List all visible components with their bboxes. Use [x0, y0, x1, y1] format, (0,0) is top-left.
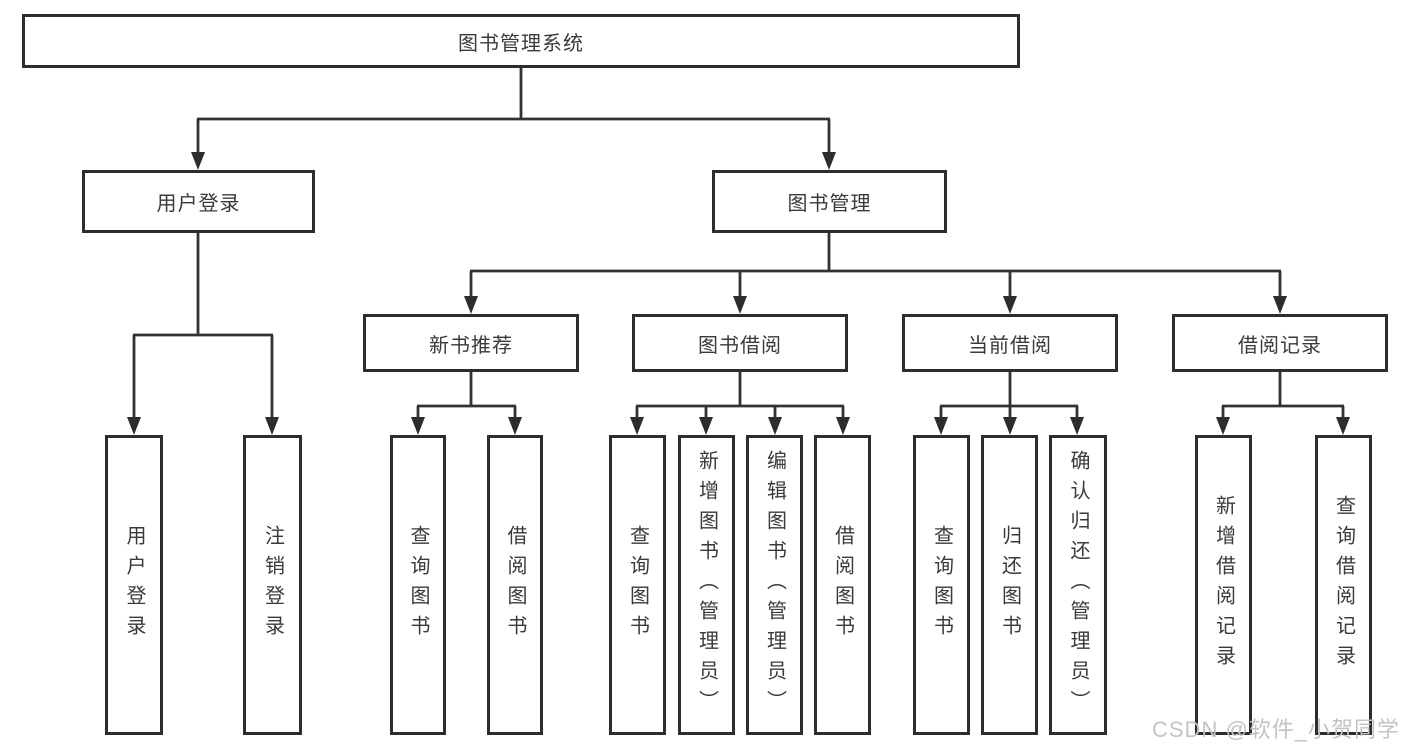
node-new-book-recommend: 新书推荐	[363, 314, 579, 372]
node-user-login: 用户登录	[82, 170, 315, 233]
leaf-query-books-current: 查询图书	[913, 435, 970, 735]
leaf-user-login: 用户登录	[105, 435, 163, 735]
csdn-watermark: CSDN @软件_小贺同学	[1152, 717, 1401, 742]
leaf-add-borrow-record-label: 新增借阅记录	[1212, 495, 1235, 675]
leaf-query-books-borrow-label: 查询图书	[626, 525, 649, 645]
node-borrow-records-label: 借阅记录	[1238, 334, 1322, 357]
leaf-confirm-return-admin-label: 确认归还（管理员）	[1067, 450, 1089, 720]
node-current-borrow: 当前借阅	[902, 314, 1118, 372]
leaf-query-books-borrow: 查询图书	[609, 435, 666, 735]
leaf-borrow-books-recommend-label: 借阅图书	[504, 525, 526, 645]
node-book-borrow-label: 图书借阅	[698, 334, 782, 357]
leaf-add-book-admin: 新增图书（管理员）	[678, 435, 735, 735]
leaf-query-books-recommend-label: 查询图书	[407, 525, 429, 645]
node-new-book-recommend-label: 新书推荐	[429, 334, 513, 357]
node-root-system: 图书管理系统	[22, 14, 1020, 68]
leaf-borrow-books: 借阅图书	[814, 435, 871, 735]
leaf-user-login-label: 用户登录	[123, 525, 145, 645]
node-book-management-label: 图书管理	[787, 193, 872, 215]
leaf-query-books-current-label: 查询图书	[930, 525, 953, 645]
leaf-return-book: 归还图书	[981, 435, 1038, 735]
leaf-confirm-return-admin: 确认归还（管理员）	[1049, 435, 1107, 735]
leaf-borrow-books-recommend: 借阅图书	[487, 435, 543, 735]
node-root-label: 图书管理系统	[458, 32, 584, 55]
leaf-logout: 注销登录	[243, 435, 302, 735]
leaf-edit-book-admin-label: 编辑图书（管理员）	[763, 450, 786, 720]
node-current-borrow-label: 当前借阅	[968, 334, 1052, 357]
node-borrow-records: 借阅记录	[1172, 314, 1388, 372]
leaf-query-borrow-record-label: 查询借阅记录	[1332, 495, 1355, 675]
leaf-query-borrow-record: 查询借阅记录	[1315, 435, 1372, 735]
leaf-add-borrow-record: 新增借阅记录	[1195, 435, 1252, 735]
node-book-management: 图书管理	[712, 170, 947, 233]
leaf-return-book-label: 归还图书	[998, 525, 1021, 645]
leaf-borrow-books-label: 借阅图书	[831, 525, 854, 645]
node-user-login-label: 用户登录	[156, 193, 241, 215]
leaf-logout-label: 注销登录	[261, 525, 284, 645]
leaf-query-books-recommend: 查询图书	[390, 435, 446, 735]
leaf-edit-book-admin: 编辑图书（管理员）	[746, 435, 803, 735]
leaf-add-book-admin-label: 新增图书（管理员）	[695, 450, 718, 720]
node-book-borrow: 图书借阅	[632, 314, 848, 372]
